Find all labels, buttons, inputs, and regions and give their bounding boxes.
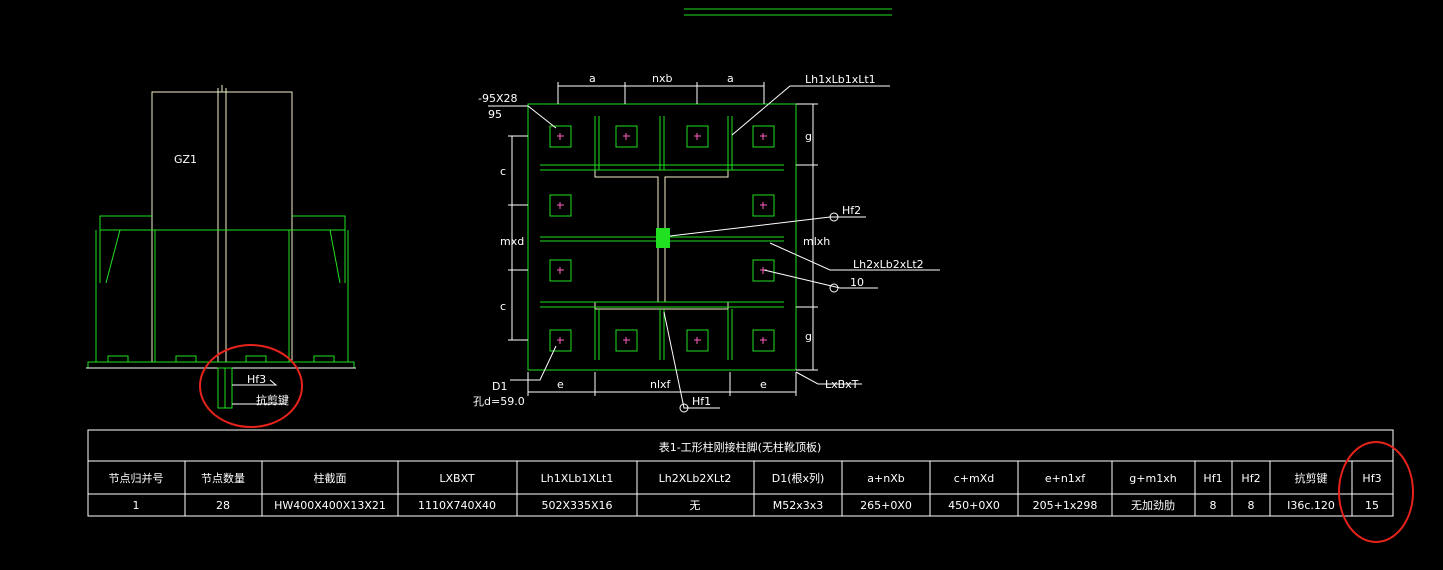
dim-right-g-top: g bbox=[805, 130, 812, 143]
washer-label-1: -95X28 bbox=[478, 92, 518, 105]
table-header: Hf1 bbox=[1203, 472, 1222, 485]
table-header: D1(根x列) bbox=[772, 471, 825, 485]
weld-10-label: 10 bbox=[850, 276, 864, 289]
table-cell: 无加劲肋 bbox=[1131, 498, 1175, 512]
elevation-view[interactable] bbox=[86, 85, 356, 409]
bolt-label: D1 bbox=[492, 380, 507, 393]
dim-right-g-bottom: g bbox=[805, 330, 812, 343]
washer-label-2: 95 bbox=[488, 108, 502, 121]
table-header: LXBXT bbox=[439, 472, 475, 485]
table-cell: 15 bbox=[1365, 499, 1379, 512]
top-title-underline bbox=[684, 8, 892, 16]
dim-left-c-top: c bbox=[500, 165, 506, 178]
table-cell: 205+1x298 bbox=[1033, 499, 1098, 512]
table-cell: M52x3x3 bbox=[773, 499, 824, 512]
elevation-hf3-label: Hf3 bbox=[247, 373, 266, 386]
dim-bottom-nlxf: nlxf bbox=[650, 378, 672, 391]
rib-top-label: Lh1xLb1xLt1 bbox=[805, 73, 876, 86]
dim-top-a-right: a bbox=[727, 72, 734, 85]
table-header: Hf3 bbox=[1362, 472, 1381, 485]
table-cell: 1 bbox=[133, 499, 140, 512]
table-title: 表1-工形柱刚接柱脚(无柱靴顶板) bbox=[659, 440, 822, 454]
table-header: Lh2XLb2XLt2 bbox=[659, 472, 732, 485]
dim-bottom-e-left: e bbox=[557, 378, 564, 391]
table-header-row: 节点归并号 节点数量 柱截面 LXBXT Lh1XLb1XLt1 Lh2XLb2… bbox=[109, 471, 1382, 485]
table-cell: 28 bbox=[216, 499, 230, 512]
shear-key-label: 抗剪键 bbox=[256, 393, 289, 407]
table-header: a+nXb bbox=[867, 472, 904, 485]
table-header: e+n1xf bbox=[1045, 472, 1086, 485]
table-header: Lh1XLb1XLt1 bbox=[541, 472, 614, 485]
table-header: 抗剪键 bbox=[1295, 471, 1328, 485]
table-cell: 8 bbox=[1248, 499, 1255, 512]
dim-right-mlxh: mlxh bbox=[803, 235, 830, 248]
rib-side-label: Lh2xLb2xLt2 bbox=[853, 258, 924, 271]
parameter-table[interactable] bbox=[87, 429, 1394, 517]
table-header: Hf2 bbox=[1241, 472, 1260, 485]
table-cell: 1110X740X40 bbox=[418, 499, 496, 512]
hf2-label: Hf2 bbox=[842, 204, 861, 217]
hole-label: 孔d=59.0 bbox=[473, 395, 525, 408]
dim-top-nxb: nxb bbox=[652, 72, 672, 85]
dim-top-a-left: a bbox=[589, 72, 596, 85]
table-header: 节点归并号 bbox=[109, 471, 164, 485]
dim-left-c-bottom: c bbox=[500, 300, 506, 313]
table-cell: 502X335X16 bbox=[541, 499, 612, 512]
bolt-washers bbox=[549, 125, 775, 352]
table-cell: 无 bbox=[690, 499, 701, 512]
table-cell: 8 bbox=[1210, 499, 1217, 512]
table-cell: 450+0X0 bbox=[948, 499, 1000, 512]
dim-bottom-e-right: e bbox=[760, 378, 767, 391]
table-header: 节点数量 bbox=[201, 472, 245, 485]
dim-left-mxd: mxd bbox=[500, 235, 524, 248]
table-row: 1 28 HW400X400X13X21 1110X740X40 502X335… bbox=[133, 498, 1380, 512]
dimension-lines bbox=[488, 82, 940, 409]
annotation-circle-elevation bbox=[199, 344, 303, 428]
hf1-label: Hf1 bbox=[692, 395, 711, 408]
table-cell: HW400X400X13X21 bbox=[274, 499, 386, 512]
plate-label: LxBxT bbox=[825, 378, 859, 391]
table-header: 柱截面 bbox=[314, 471, 347, 485]
table-header: g+m1xh bbox=[1129, 472, 1176, 485]
annotation-circle-table-hf3 bbox=[1338, 441, 1414, 543]
plan-view[interactable] bbox=[488, 82, 940, 413]
column-label: GZ1 bbox=[174, 153, 197, 166]
table-cell: 265+0X0 bbox=[860, 499, 912, 512]
table-cell: I36c.120 bbox=[1287, 499, 1335, 512]
table-header: c+mXd bbox=[954, 472, 995, 485]
